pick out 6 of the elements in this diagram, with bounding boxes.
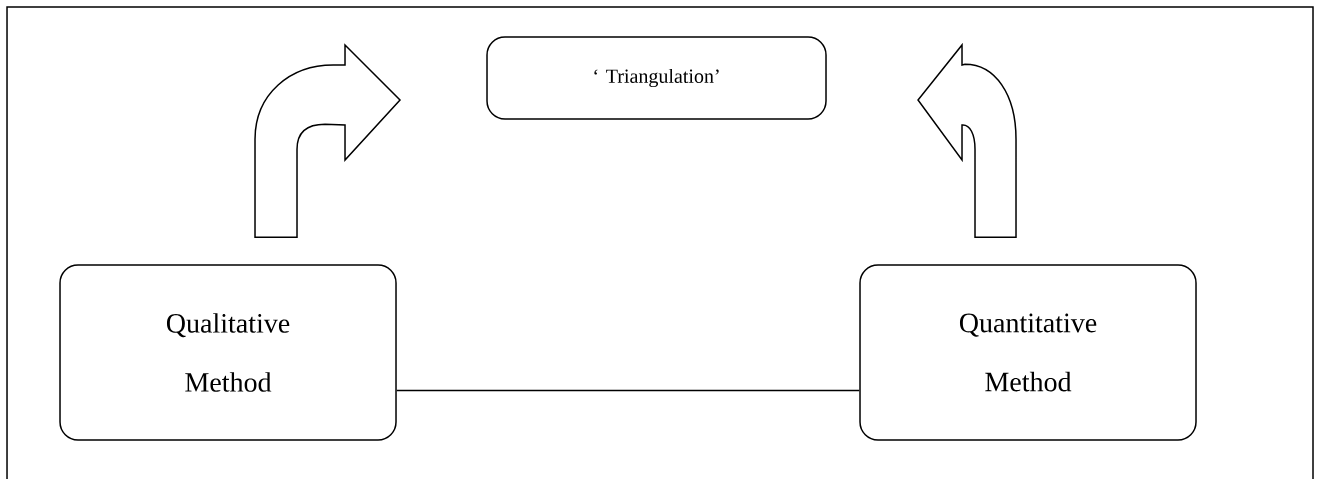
block-arrow bbox=[254, 44, 401, 238]
rounded-box: ‘ Triangulation’ bbox=[486, 36, 827, 120]
connector-line bbox=[396, 389, 860, 392]
rounded-box: Quantitative Method bbox=[859, 264, 1197, 441]
rounded-box: Qualitative Method bbox=[59, 264, 397, 441]
block-arrow bbox=[917, 44, 1017, 238]
